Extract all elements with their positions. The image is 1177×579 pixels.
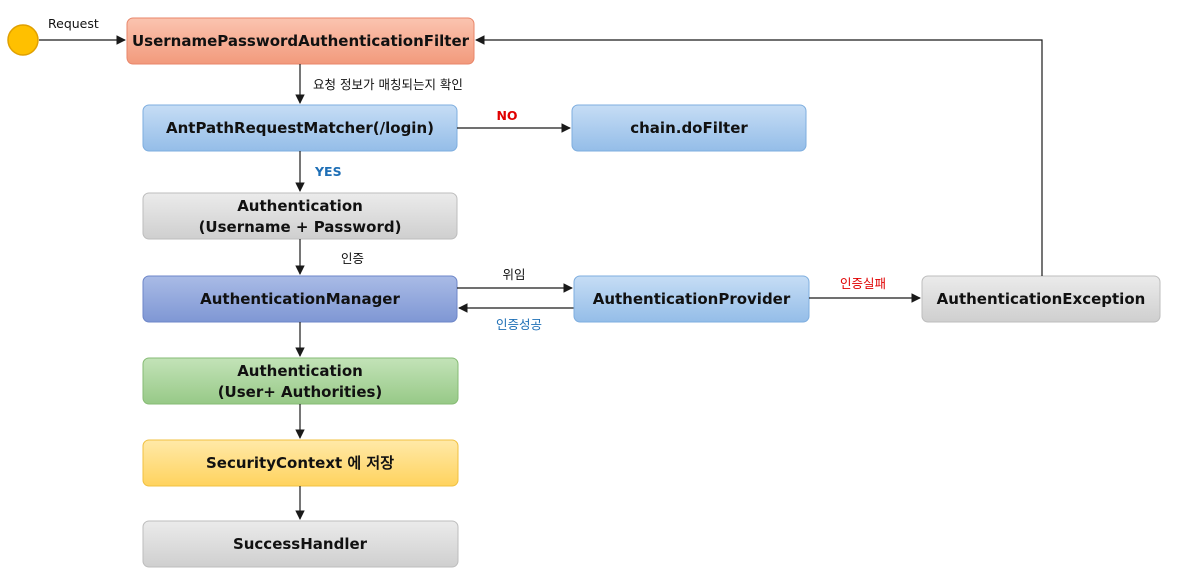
filter-label: UsernamePasswordAuthenticationFilter xyxy=(132,32,470,50)
auth1-line2: (Username + Password) xyxy=(199,218,402,236)
exception-label: AuthenticationException xyxy=(937,290,1146,308)
node-chain-dofilter: chain.doFilter xyxy=(571,104,807,152)
edge-label-yes: YES xyxy=(314,164,342,179)
node-ant-path-request-matcher: AntPathRequestMatcher(/login) xyxy=(142,104,458,152)
edge-label-delegate: 위임 xyxy=(502,267,525,282)
auth2-line2: (User+ Authorities) xyxy=(218,383,383,401)
edge-label-authenticate: 인증 xyxy=(341,251,364,266)
edge-label-check: 요청 정보가 매칭되는지 확인 xyxy=(313,77,463,92)
context-label: SecurityContext 에 저장 xyxy=(206,454,394,472)
edge-label-auth-fail: 인증실패 xyxy=(840,276,886,291)
dofilter-label: chain.doFilter xyxy=(630,119,748,137)
matcher-label: AntPathRequestMatcher(/login) xyxy=(166,119,434,137)
node-security-context-store: SecurityContext 에 저장 xyxy=(142,439,459,487)
auth2-line1: Authentication xyxy=(237,362,363,380)
node-authentication-exception: AuthenticationException xyxy=(921,275,1161,323)
node-authentication-authenticated: Authentication (User+ Authorities) xyxy=(142,357,459,405)
auth1-line1: Authentication xyxy=(237,197,363,215)
edge-label-auth-success: 인증성공 xyxy=(496,317,542,332)
node-authentication-provider: AuthenticationProvider xyxy=(573,275,810,323)
provider-label: AuthenticationProvider xyxy=(593,290,791,308)
node-success-handler: SuccessHandler xyxy=(142,520,459,568)
node-username-password-authentication-filter: UsernamePasswordAuthenticationFilter xyxy=(126,17,475,65)
manager-label: AuthenticationManager xyxy=(200,290,400,308)
edge-exception-to-filter xyxy=(475,35,1043,276)
node-authentication-manager: AuthenticationManager xyxy=(142,275,458,323)
request-start-node xyxy=(7,24,39,56)
edge-label-no: NO xyxy=(496,108,517,123)
success-label: SuccessHandler xyxy=(233,535,368,553)
node-authentication-unauthenticated: Authentication (Username + Password) xyxy=(142,192,458,240)
request-label: Request xyxy=(48,16,99,31)
